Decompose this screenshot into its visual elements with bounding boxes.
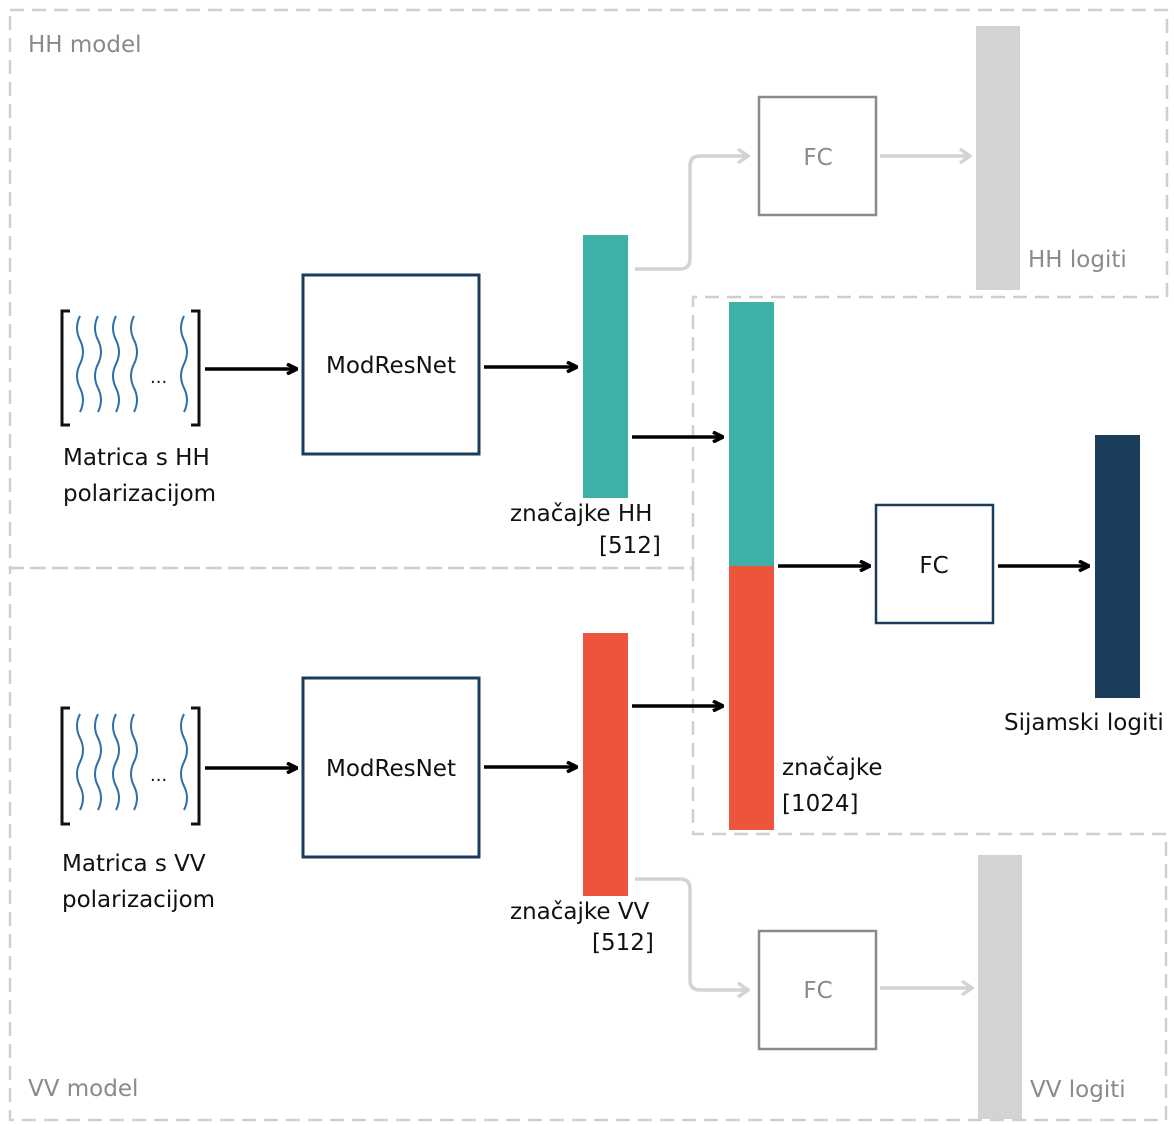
vv-backbone-label: ModResNet — [326, 756, 456, 782]
siamese-fc-box — [874, 503, 995, 625]
hh-fc-label: FC — [803, 145, 832, 171]
hh-backbone-label: ModResNet — [326, 353, 456, 379]
siamese-logits-bar — [1095, 435, 1140, 698]
combined-feature-vv-part — [729, 566, 774, 830]
vv-input-label-line1: Matrica s VV — [62, 851, 206, 877]
combined-feature-label-line1: značajke — [782, 755, 883, 781]
hh-feature-label-line2: [512] — [599, 533, 661, 559]
siamese-logits-label: Sijamski logiti — [1004, 710, 1164, 736]
vv-wave-5 — [180, 713, 188, 811]
hh-input-label-line1: Matrica s HH — [63, 445, 210, 471]
hh-input-matrix: ... — [60, 309, 201, 427]
vv-feature-vector — [583, 633, 628, 896]
hh-logits-label: HH logiti — [1028, 247, 1127, 273]
vv-wave-1 — [76, 713, 84, 811]
vv-input-label-line2: polarizacijom — [62, 887, 215, 913]
arrow-vv-features-to-fc — [635, 877, 748, 990]
vv-ellipsis: ... — [150, 765, 167, 786]
vv-wave-3 — [112, 713, 120, 811]
hh-wave-5 — [180, 315, 188, 413]
hh-wave-1 — [76, 315, 84, 413]
vv-feature-label-line1: značajke VV — [510, 899, 650, 925]
vv-feature-label-line2: [512] — [592, 930, 654, 956]
vv-fc-label: FC — [803, 978, 832, 1004]
hh-fc-box — [757, 95, 878, 217]
hh-model-label: HH model — [28, 32, 142, 58]
vv-wave-4 — [130, 713, 138, 811]
vv-model-label: VV model — [28, 1076, 138, 1102]
hh-feature-label-line1: značajke HH — [510, 501, 652, 527]
vv-model-region — [8, 566, 1168, 1122]
combined-feature-hh-part — [729, 302, 774, 566]
vv-input-matrix: ... — [60, 706, 201, 826]
vv-fc-box — [757, 929, 878, 1051]
hh-wave-2 — [94, 315, 102, 413]
siamese-fc-label: FC — [919, 553, 948, 579]
hh-backbone-box — [301, 273, 481, 456]
vv-backbone-box — [301, 676, 481, 859]
hh-wave-4 — [130, 315, 138, 413]
hh-logits-bar — [976, 26, 1020, 290]
hh-feature-vector — [583, 235, 628, 498]
hh-input-label-line2: polarizacijom — [63, 481, 216, 507]
arrow-hh-features-to-fc — [635, 156, 748, 271]
vv-logits-label: VV logiti — [1030, 1077, 1126, 1103]
combined-feature-label-line2: [1024] — [782, 791, 858, 817]
hh-wave-3 — [112, 315, 120, 413]
vv-wave-2 — [94, 713, 102, 811]
hh-ellipsis: ... — [150, 367, 167, 388]
vv-logits-bar — [978, 855, 1022, 1119]
